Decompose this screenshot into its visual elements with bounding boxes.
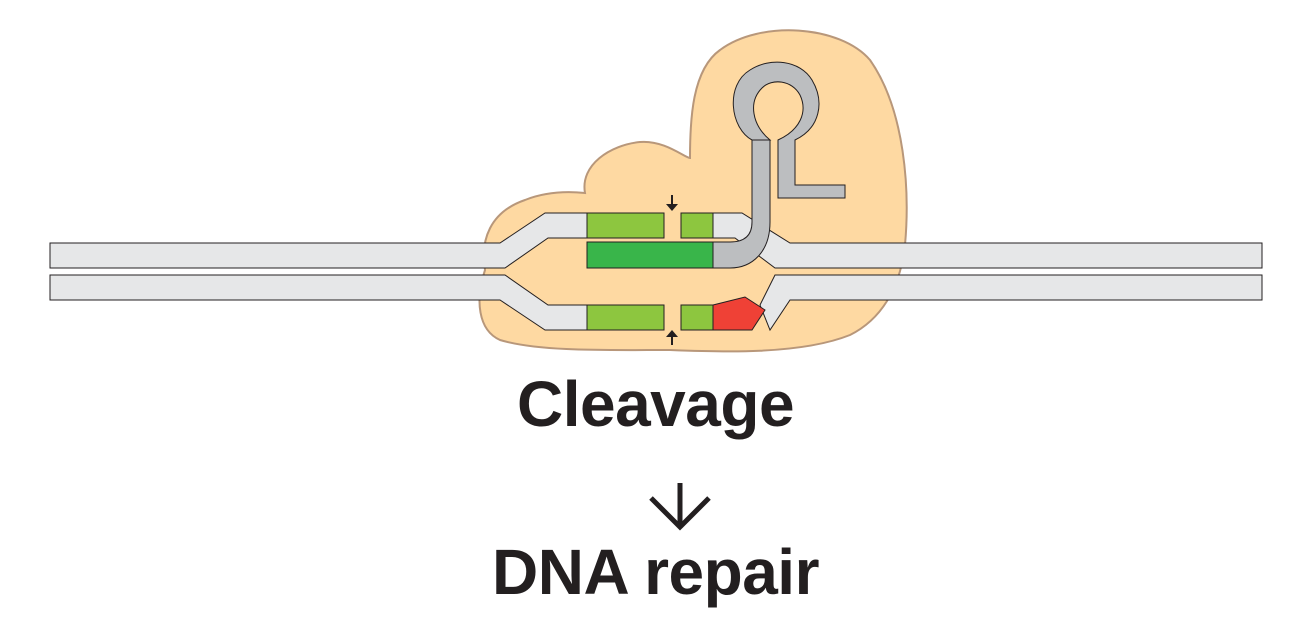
cleavage-label: Cleavage (516, 368, 795, 440)
rna-target-match (586, 241, 715, 269)
cleavage-site-arrow-bottom (666, 330, 678, 345)
cas9-protein (478, 29, 908, 353)
dna-target-top-left (586, 212, 665, 239)
cleavage-site-arrow-top (666, 195, 678, 211)
guide-rna (586, 61, 846, 269)
dna-target-top-right (680, 212, 714, 239)
dna-target-bottom-right (680, 304, 714, 331)
pam-sequence (712, 296, 766, 331)
dna-repair-label: DNA repair (492, 536, 819, 608)
down-arrow-icon (649, 483, 711, 531)
dna-target-bottom-left (586, 304, 665, 331)
